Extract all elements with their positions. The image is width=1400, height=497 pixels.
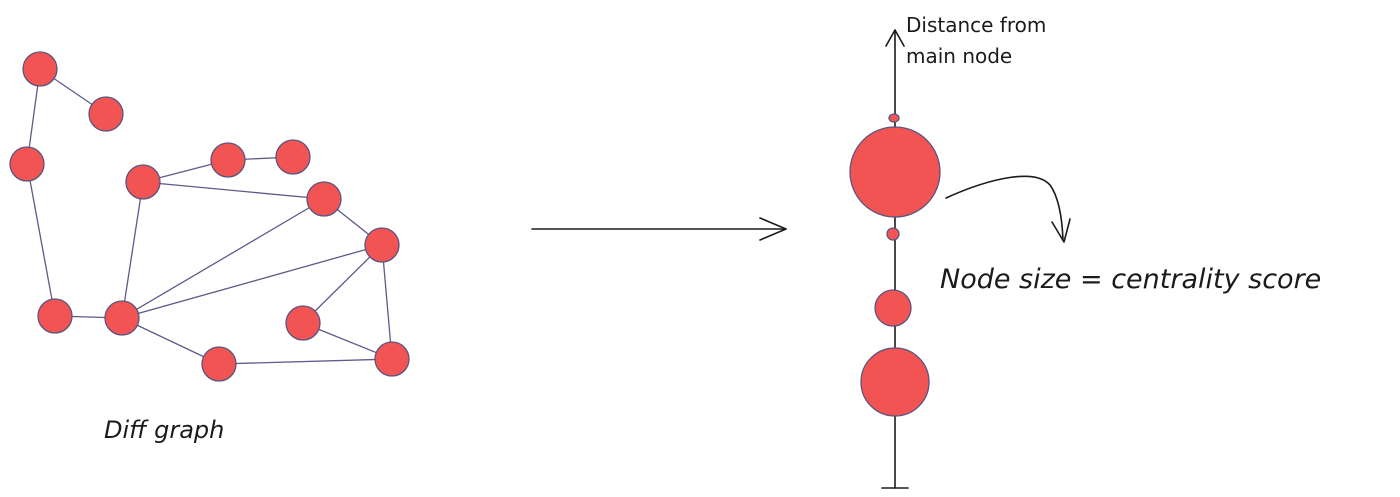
graph-edge [121,181,144,319]
graph-node [306,181,342,217]
graph-node [22,51,58,87]
annotation-arrow [945,175,1071,243]
graph-node [285,305,321,341]
graph-node [104,300,140,336]
annotation-arrow-head [1051,218,1071,243]
graph-node [364,227,400,263]
graph-edge [302,244,383,324]
graph-edges [26,68,393,365]
graph-nodes [9,51,410,382]
centrality-node-1 [888,113,900,123]
graph-edge [26,163,56,317]
diff-graph [9,51,410,382]
centrality-node-2 [849,126,941,218]
transform-arrow-head [759,217,787,241]
axis-label-line2: main node [906,44,1012,68]
graph-node [88,96,124,132]
graph-edge [142,181,325,200]
graph-node [210,142,246,178]
diff-graph-caption: Diff graph [104,416,224,444]
graph-edge [218,358,393,365]
graph-node [125,164,161,200]
graph-node [9,146,45,182]
centrality-node-4 [874,289,912,327]
graph-edge [121,317,220,365]
graph-node [374,341,410,377]
centrality-node-3 [886,227,900,241]
graph-node [275,139,311,175]
annotation-arrow-curve [945,175,1064,241]
graph-edge [381,244,393,360]
graph-node [201,346,237,382]
graph-edge [121,244,383,319]
centrality-annotation: Node size = centrality score [940,264,1321,295]
distance-axis [881,29,909,489]
transform-arrow [531,217,787,241]
axis-label-line1: Distance from [906,13,1046,37]
centrality-node-5 [860,347,930,417]
centrality-nodes [849,113,941,417]
graph-node [37,298,73,334]
axis-arrowhead [885,29,905,47]
graph-edge [121,198,325,319]
